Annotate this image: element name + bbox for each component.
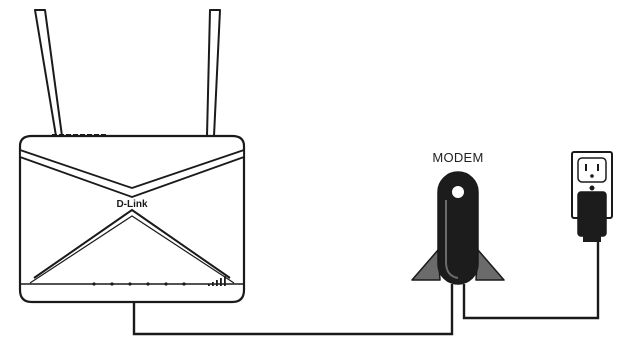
power-adapter-base: [583, 236, 601, 242]
wall-outlet-face: [577, 157, 607, 183]
outlet-slot-icon: [597, 164, 599, 171]
router-led-row: [92, 282, 186, 286]
modem-power-indicator-icon: [452, 186, 464, 198]
modem: [411, 171, 505, 285]
outlet-ground-icon: [590, 174, 594, 178]
router-antenna-right: [206, 9, 221, 137]
power-cable-modem-to-outlet: [462, 242, 600, 320]
router-antenna-left: [34, 9, 63, 137]
modem-body: [437, 171, 479, 285]
power-adapter-body: [577, 191, 607, 237]
power-adapter: [577, 191, 607, 242]
ethernet-cable-router-to-modem: [132, 284, 454, 336]
outlet-slot-icon: [585, 164, 587, 171]
router-brand-logo: D-Link: [116, 199, 148, 210]
router-lower-triangle: [33, 208, 231, 279]
router: D-Link: [18, 9, 246, 304]
cables: [132, 242, 600, 336]
router-led: [110, 282, 114, 286]
modem-fin-left: [411, 249, 441, 281]
router-led: [92, 282, 96, 286]
outlet-screw-icon: [589, 185, 595, 191]
router-lower-triangle-inner: [29, 215, 235, 284]
modem-highlight: [445, 200, 459, 279]
router-led: [128, 282, 132, 286]
signal-strength-icon: [208, 276, 226, 286]
router-led: [146, 282, 150, 286]
modem-fin-right: [475, 249, 505, 281]
router-led: [182, 282, 186, 286]
modem-label: MODEM: [432, 150, 484, 165]
router-upper-chevron: [19, 149, 245, 198]
router-led: [164, 282, 168, 286]
